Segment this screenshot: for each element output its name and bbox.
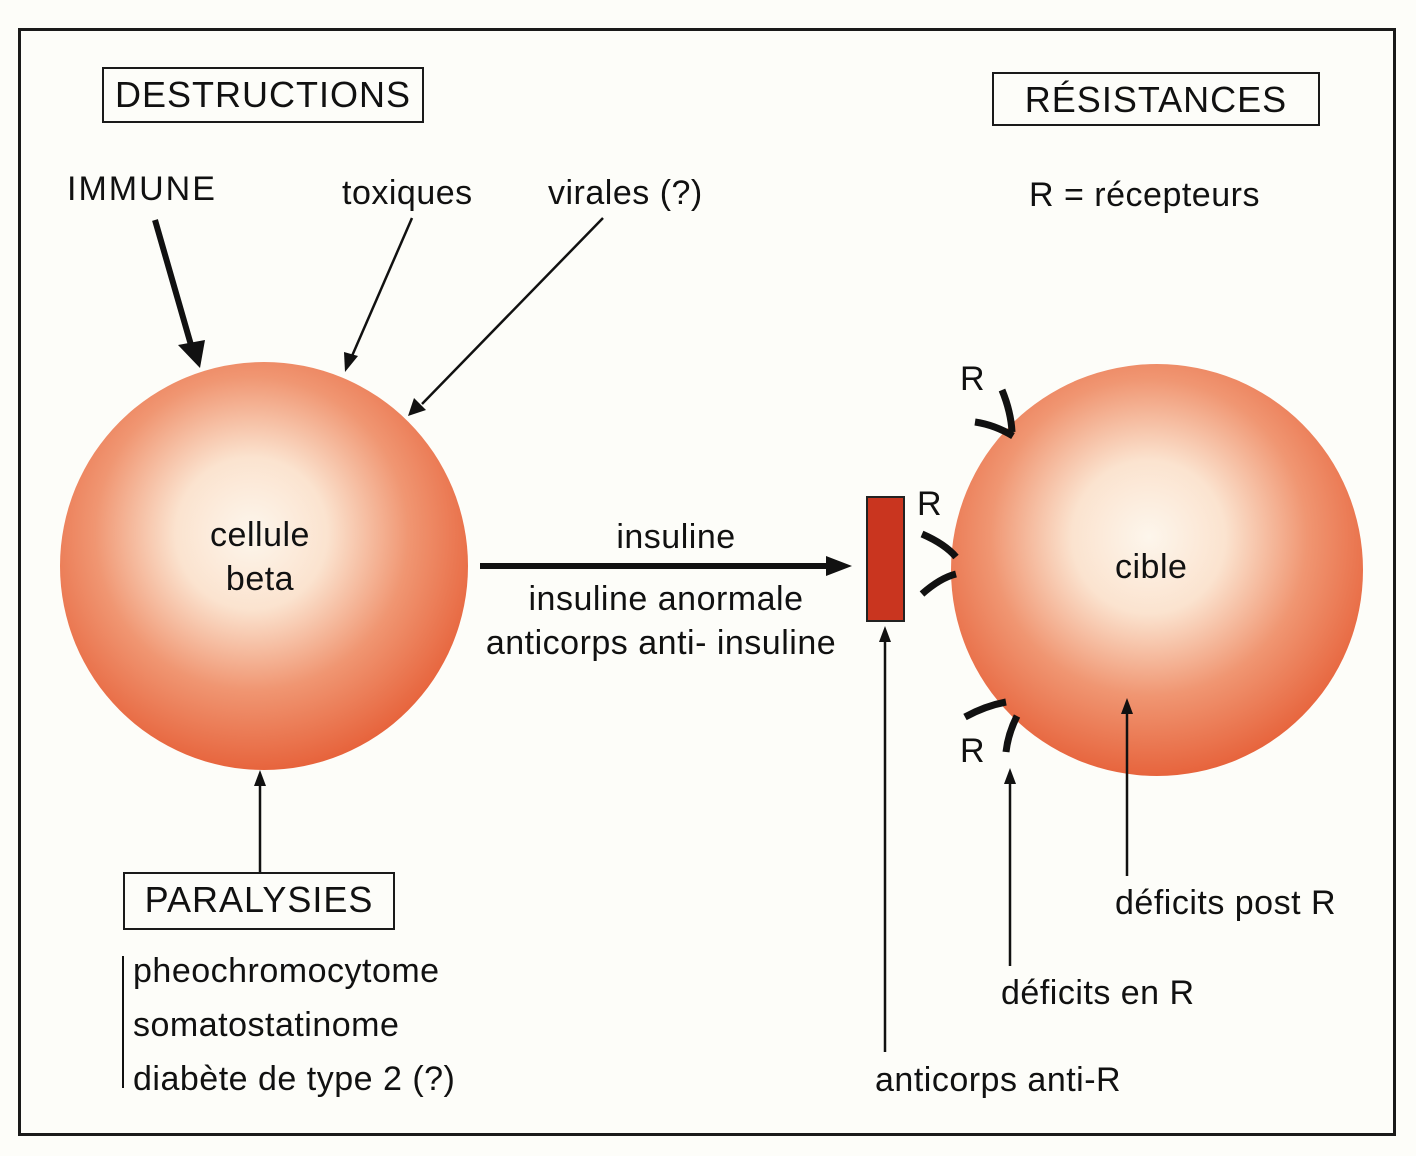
receptor-top — [974, 388, 1016, 440]
paralysies-item: diabète de type 2 (?) — [133, 1060, 456, 1098]
resistances-title: RÉSISTANCES — [1024, 79, 1288, 120]
insulin-arrow — [480, 556, 852, 576]
receptor-label-middle: R — [917, 485, 943, 523]
insuline-label: insuline — [616, 518, 736, 556]
anticorps-anti-insuline-label: anticorps anti- insuline — [485, 624, 837, 662]
beta-cell-label-line1: cellule — [210, 516, 310, 554]
beta-cell-label-line2: beta — [225, 560, 295, 598]
beta-cell — [60, 362, 468, 770]
anticorps-anti-r-label: anticorps anti-R — [875, 1061, 1122, 1099]
receptor-middle — [919, 530, 959, 597]
insuline-anormale-label: insuline anormale — [528, 580, 804, 618]
target-cell — [951, 364, 1363, 776]
virales-arrow — [408, 217, 604, 416]
receptor-label-top: R — [960, 360, 986, 398]
paralysies-title: PARALYSIES — [144, 879, 374, 920]
paralysies-arrow — [254, 770, 266, 872]
receptor-label-bottom: R — [960, 732, 986, 770]
immune-arrow — [152, 219, 205, 368]
resistances-box: RÉSISTANCES — [992, 72, 1320, 126]
target-cell-label: cible — [1115, 548, 1188, 586]
deficits-post-r-label: déficits post R — [1115, 884, 1337, 922]
virales-label: virales (?) — [548, 174, 703, 212]
deficits-en-r-arrow — [1004, 768, 1016, 966]
anticorps-anti-r-arrow — [879, 626, 891, 1052]
receptor-bottom — [963, 698, 1021, 753]
insulin-block — [866, 496, 905, 622]
paralysies-box: PARALYSIES — [123, 872, 395, 930]
destructions-box: DESTRUCTIONS — [102, 67, 424, 123]
toxiques-arrow — [344, 217, 414, 372]
deficits-post-r-arrow — [1121, 698, 1133, 876]
diagram-frame — [18, 28, 1396, 1136]
destructions-title: DESTRUCTIONS — [114, 74, 411, 115]
deficits-en-r-label: déficits en R — [1001, 974, 1195, 1012]
receptor-legend: R = récepteurs — [1029, 176, 1260, 214]
paralysies-item: somatostatinome — [133, 1006, 400, 1044]
toxiques-label: toxiques — [342, 174, 473, 212]
immune-label: IMMUNE — [67, 170, 217, 208]
paralysies-item: pheochromocytome — [133, 952, 440, 990]
